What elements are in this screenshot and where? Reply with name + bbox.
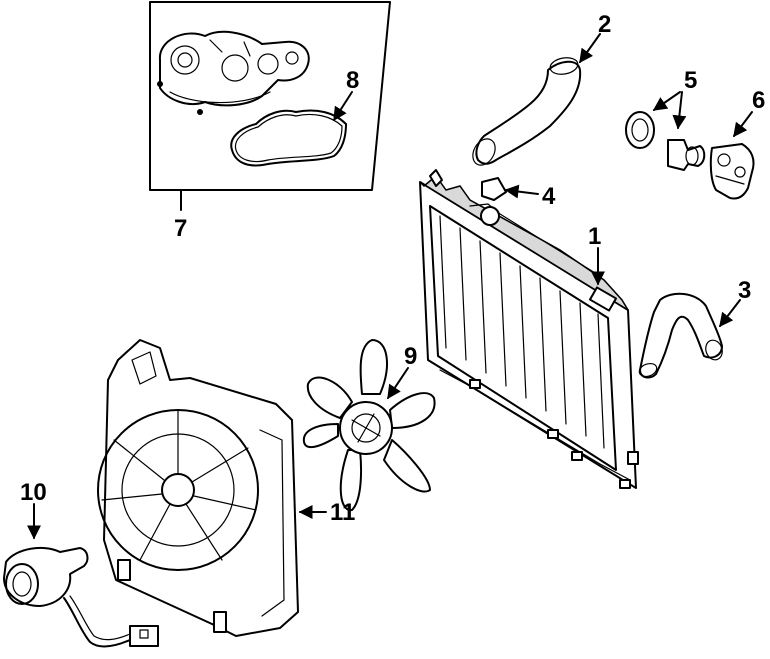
callout-9: 9: [404, 343, 417, 370]
radiator-icon[interactable]: [419, 169, 639, 489]
callout-6: 6: [752, 87, 765, 114]
thermostat-housing-icon[interactable]: [709, 143, 755, 200]
radiator-core-fins: [439, 215, 605, 449]
callout-4: 4: [542, 183, 556, 210]
thermostat-gasket-icon[interactable]: [625, 111, 706, 171]
fan-shroud-spokes: [101, 409, 257, 561]
callout-11: 11: [330, 499, 355, 526]
callout-7: 7: [174, 215, 187, 242]
callout-leaders: [27, 33, 753, 540]
callout-3: 3: [738, 277, 751, 304]
callout-10: 10: [20, 479, 47, 506]
lower-radiator-hose-icon[interactable]: [637, 292, 724, 379]
water-pump-gasket-icon[interactable]: [230, 109, 347, 167]
fan-blade-icon[interactable]: [302, 339, 436, 512]
upper-radiator-hose-icon[interactable]: [468, 56, 582, 169]
water-pump-inset-box: [149, 1, 391, 211]
radiator-cap-seal-icon[interactable]: [481, 177, 507, 201]
callout-5: 5: [684, 67, 697, 94]
fan-shroud-icon[interactable]: [97, 339, 299, 637]
callout-1: 1: [588, 223, 601, 250]
fan-motor-icon[interactable]: [3, 546, 159, 648]
water-pump-assembly-icon[interactable]: [157, 30, 310, 115]
callout-8: 8: [346, 67, 359, 94]
callout-2: 2: [598, 11, 611, 38]
